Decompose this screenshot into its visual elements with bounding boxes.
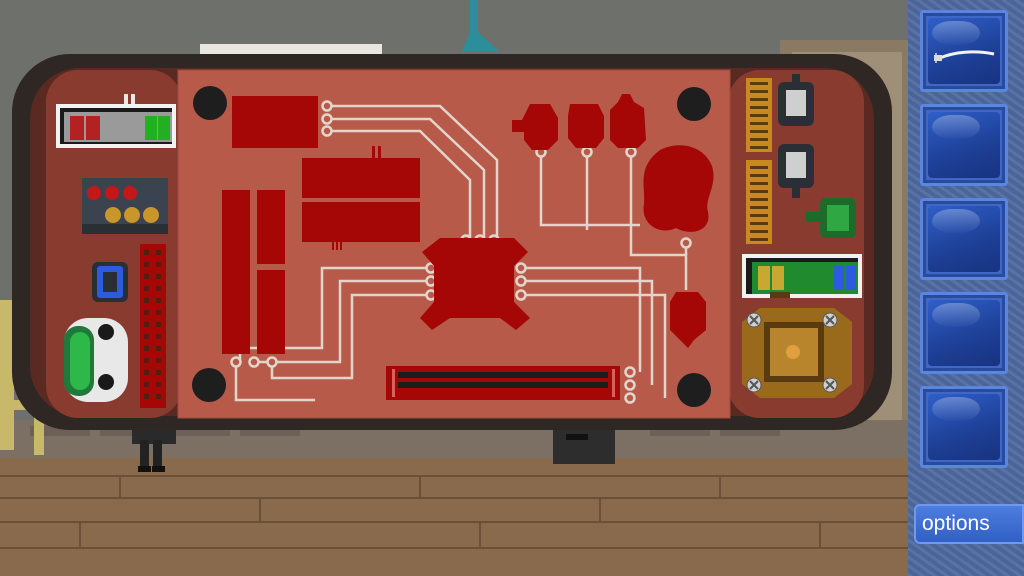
circuit-traces bbox=[234, 104, 688, 402]
player-character bbox=[132, 428, 176, 472]
blob-component bbox=[643, 145, 714, 232]
gray-plug-upper bbox=[778, 74, 814, 126]
screwed-plate[interactable] bbox=[742, 308, 852, 398]
game-scene bbox=[0, 0, 910, 576]
red-header-strip bbox=[140, 244, 166, 408]
wooden-floor bbox=[0, 458, 910, 576]
inventory-slot-4[interactable] bbox=[920, 292, 1008, 374]
inventory-slot-2[interactable] bbox=[920, 104, 1008, 186]
wire-icon[interactable] bbox=[934, 44, 1000, 68]
capacitor-1 bbox=[512, 104, 558, 150]
inventory-panel bbox=[908, 0, 1024, 576]
cpu-chip bbox=[420, 238, 530, 330]
circuit-board-panel bbox=[12, 54, 892, 430]
floor-device bbox=[553, 428, 615, 464]
chip-top-left bbox=[232, 96, 318, 148]
capacitor-2 bbox=[568, 104, 604, 148]
options-button[interactable]: options bbox=[914, 504, 1024, 544]
capacitor-3 bbox=[610, 94, 646, 148]
green-plug bbox=[806, 198, 856, 238]
inventory-slot-5[interactable] bbox=[920, 386, 1008, 468]
small-relay bbox=[670, 292, 706, 348]
blue-socket bbox=[92, 262, 128, 302]
battery-indicator[interactable] bbox=[56, 94, 176, 148]
chip-vertical-right bbox=[257, 190, 285, 264]
button-panel[interactable] bbox=[82, 178, 168, 234]
mount-holes bbox=[192, 86, 711, 407]
chip-block-upper bbox=[302, 158, 420, 198]
chip-block-lower bbox=[302, 202, 420, 242]
chip-vertical-left bbox=[222, 190, 250, 354]
green-switch[interactable] bbox=[64, 318, 128, 402]
inventory-slot-1[interactable] bbox=[920, 10, 1008, 92]
board-chips bbox=[222, 94, 714, 400]
lcd-module bbox=[742, 254, 862, 298]
orange-headers bbox=[746, 78, 772, 244]
inventory-slot-3[interactable] bbox=[920, 198, 1008, 280]
gray-plug-lower bbox=[778, 144, 814, 198]
lamp-shade bbox=[462, 0, 500, 52]
